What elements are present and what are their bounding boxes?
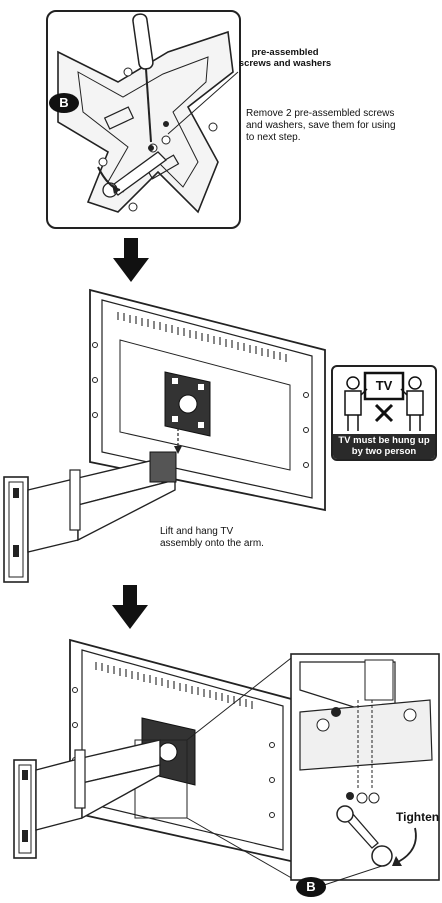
warning-tv-label: TV: [375, 378, 393, 393]
step1-instruction: Remove 2 pre-assembled screws and washer…: [246, 108, 396, 143]
warning-text: TV must be hung up by two person: [333, 434, 435, 459]
down-arrow-2: [112, 585, 148, 629]
step3-tighten-label: Tighten: [396, 810, 440, 824]
two-person-icon: [344, 371, 424, 431]
step2-instruction: Lift and hang TV assembly onto the arm.: [160, 526, 264, 549]
step1-callout-label: pre-assembled screws and washers: [238, 47, 332, 69]
two-person-warning: TV TV must be hung up by two person: [331, 365, 437, 461]
step1-badge-b: B: [49, 93, 79, 113]
step1-panel: [46, 10, 241, 229]
down-arrow-1: [113, 238, 149, 282]
step1-illustration: [57, 13, 239, 214]
step3-badge-b: B: [296, 877, 326, 897]
